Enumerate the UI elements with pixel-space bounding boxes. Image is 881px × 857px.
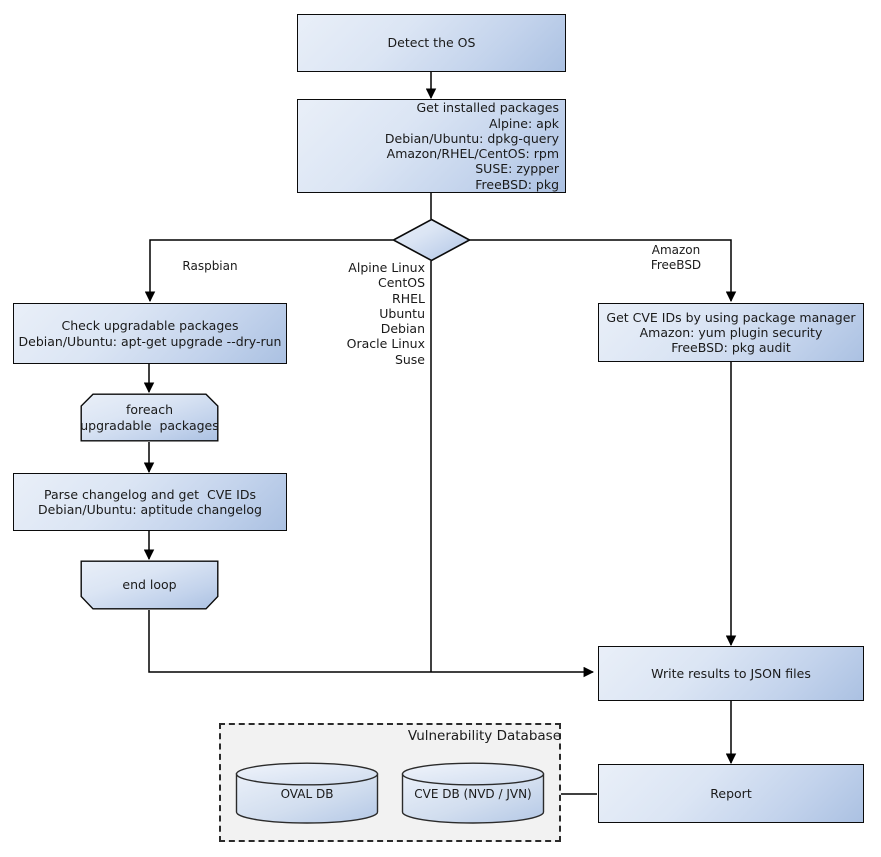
node-write-results-label: Write results to JSON files [651, 665, 811, 681]
node-get-cve-ids[interactable]: Get CVE IDs by using package manager Ama… [598, 303, 864, 362]
node-parse-changelog[interactable]: Parse changelog and get CVE IDs Debian/U… [13, 473, 287, 531]
node-os-decision[interactable] [391, 218, 472, 262]
node-foreach-loop-start[interactable]: foreach upgradable packages [80, 393, 219, 442]
node-oval-db-label: OVAL DB [280, 787, 334, 801]
edge-label-raspbian: Raspbian [182, 259, 238, 273]
node-oval-db[interactable]: OVAL DB [235, 762, 379, 824]
node-check-upgradable-packages[interactable]: Check upgradable packages Debian/Ubuntu:… [13, 303, 287, 364]
node-detect-os[interactable]: Detect the OS [297, 14, 566, 72]
node-parse-changelog-label: Parse changelog and get CVE IDs Debian/U… [38, 486, 262, 517]
node-foreach-loop-start-label: foreach upgradable packages [80, 402, 219, 433]
node-check-upgradable-packages-label: Check upgradable packages Debian/Ubuntu:… [18, 318, 282, 349]
node-write-results[interactable]: Write results to JSON files [598, 646, 864, 701]
edge-label-middle-branch: Alpine Linux CentOS RHEL Ubuntu Debian O… [346, 260, 425, 367]
node-report-label: Report [710, 785, 752, 801]
node-detect-os-label: Detect the OS [387, 35, 476, 51]
node-report[interactable]: Report [598, 764, 864, 823]
node-get-installed-packages-label: Get installed packages Alpine: apk Debia… [384, 100, 559, 192]
node-get-installed-packages[interactable]: Get installed packages Alpine: apk Debia… [297, 99, 566, 193]
node-end-loop-label: end loop [122, 577, 177, 593]
edge-label-amazon-freebsd: Amazon FreeBSD [650, 243, 702, 272]
node-cve-db-label: CVE DB (NVD / JVN) [414, 787, 532, 801]
node-end-loop[interactable]: end loop [80, 560, 219, 610]
node-cve-db[interactable]: CVE DB (NVD / JVN) [401, 762, 545, 824]
node-get-cve-ids-label: Get CVE IDs by using package manager Ama… [606, 309, 856, 356]
group-vulnerability-database-title: Vulnerability Database [407, 728, 561, 744]
